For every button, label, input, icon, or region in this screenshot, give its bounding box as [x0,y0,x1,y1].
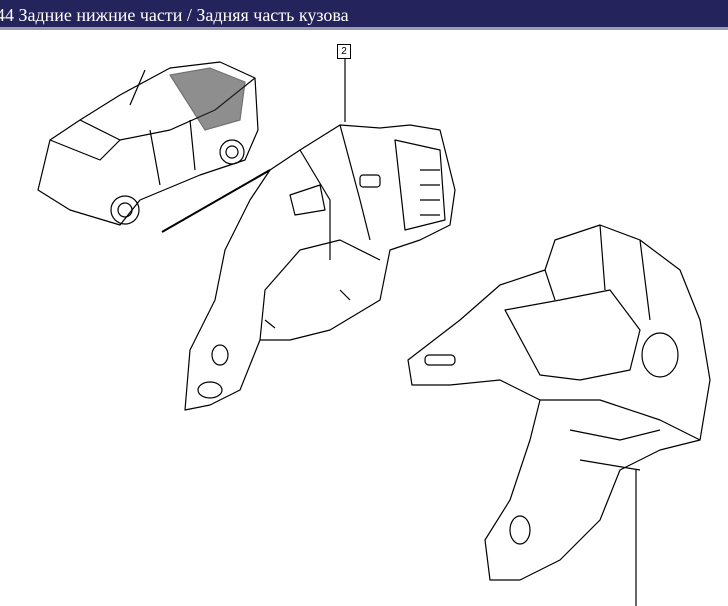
rear-quarter-panel-assembly [407,224,711,606]
vehicle-overview-illustration [37,61,271,233]
page-title: 44 Задние нижние части / Задняя часть ку… [0,5,349,25]
rear-wheel-arch-inner-panel [184,58,456,411]
callout-2[interactable]: 2 [337,44,351,59]
header-bar: 44 Задние нижние части / Задняя часть ку… [0,0,728,30]
